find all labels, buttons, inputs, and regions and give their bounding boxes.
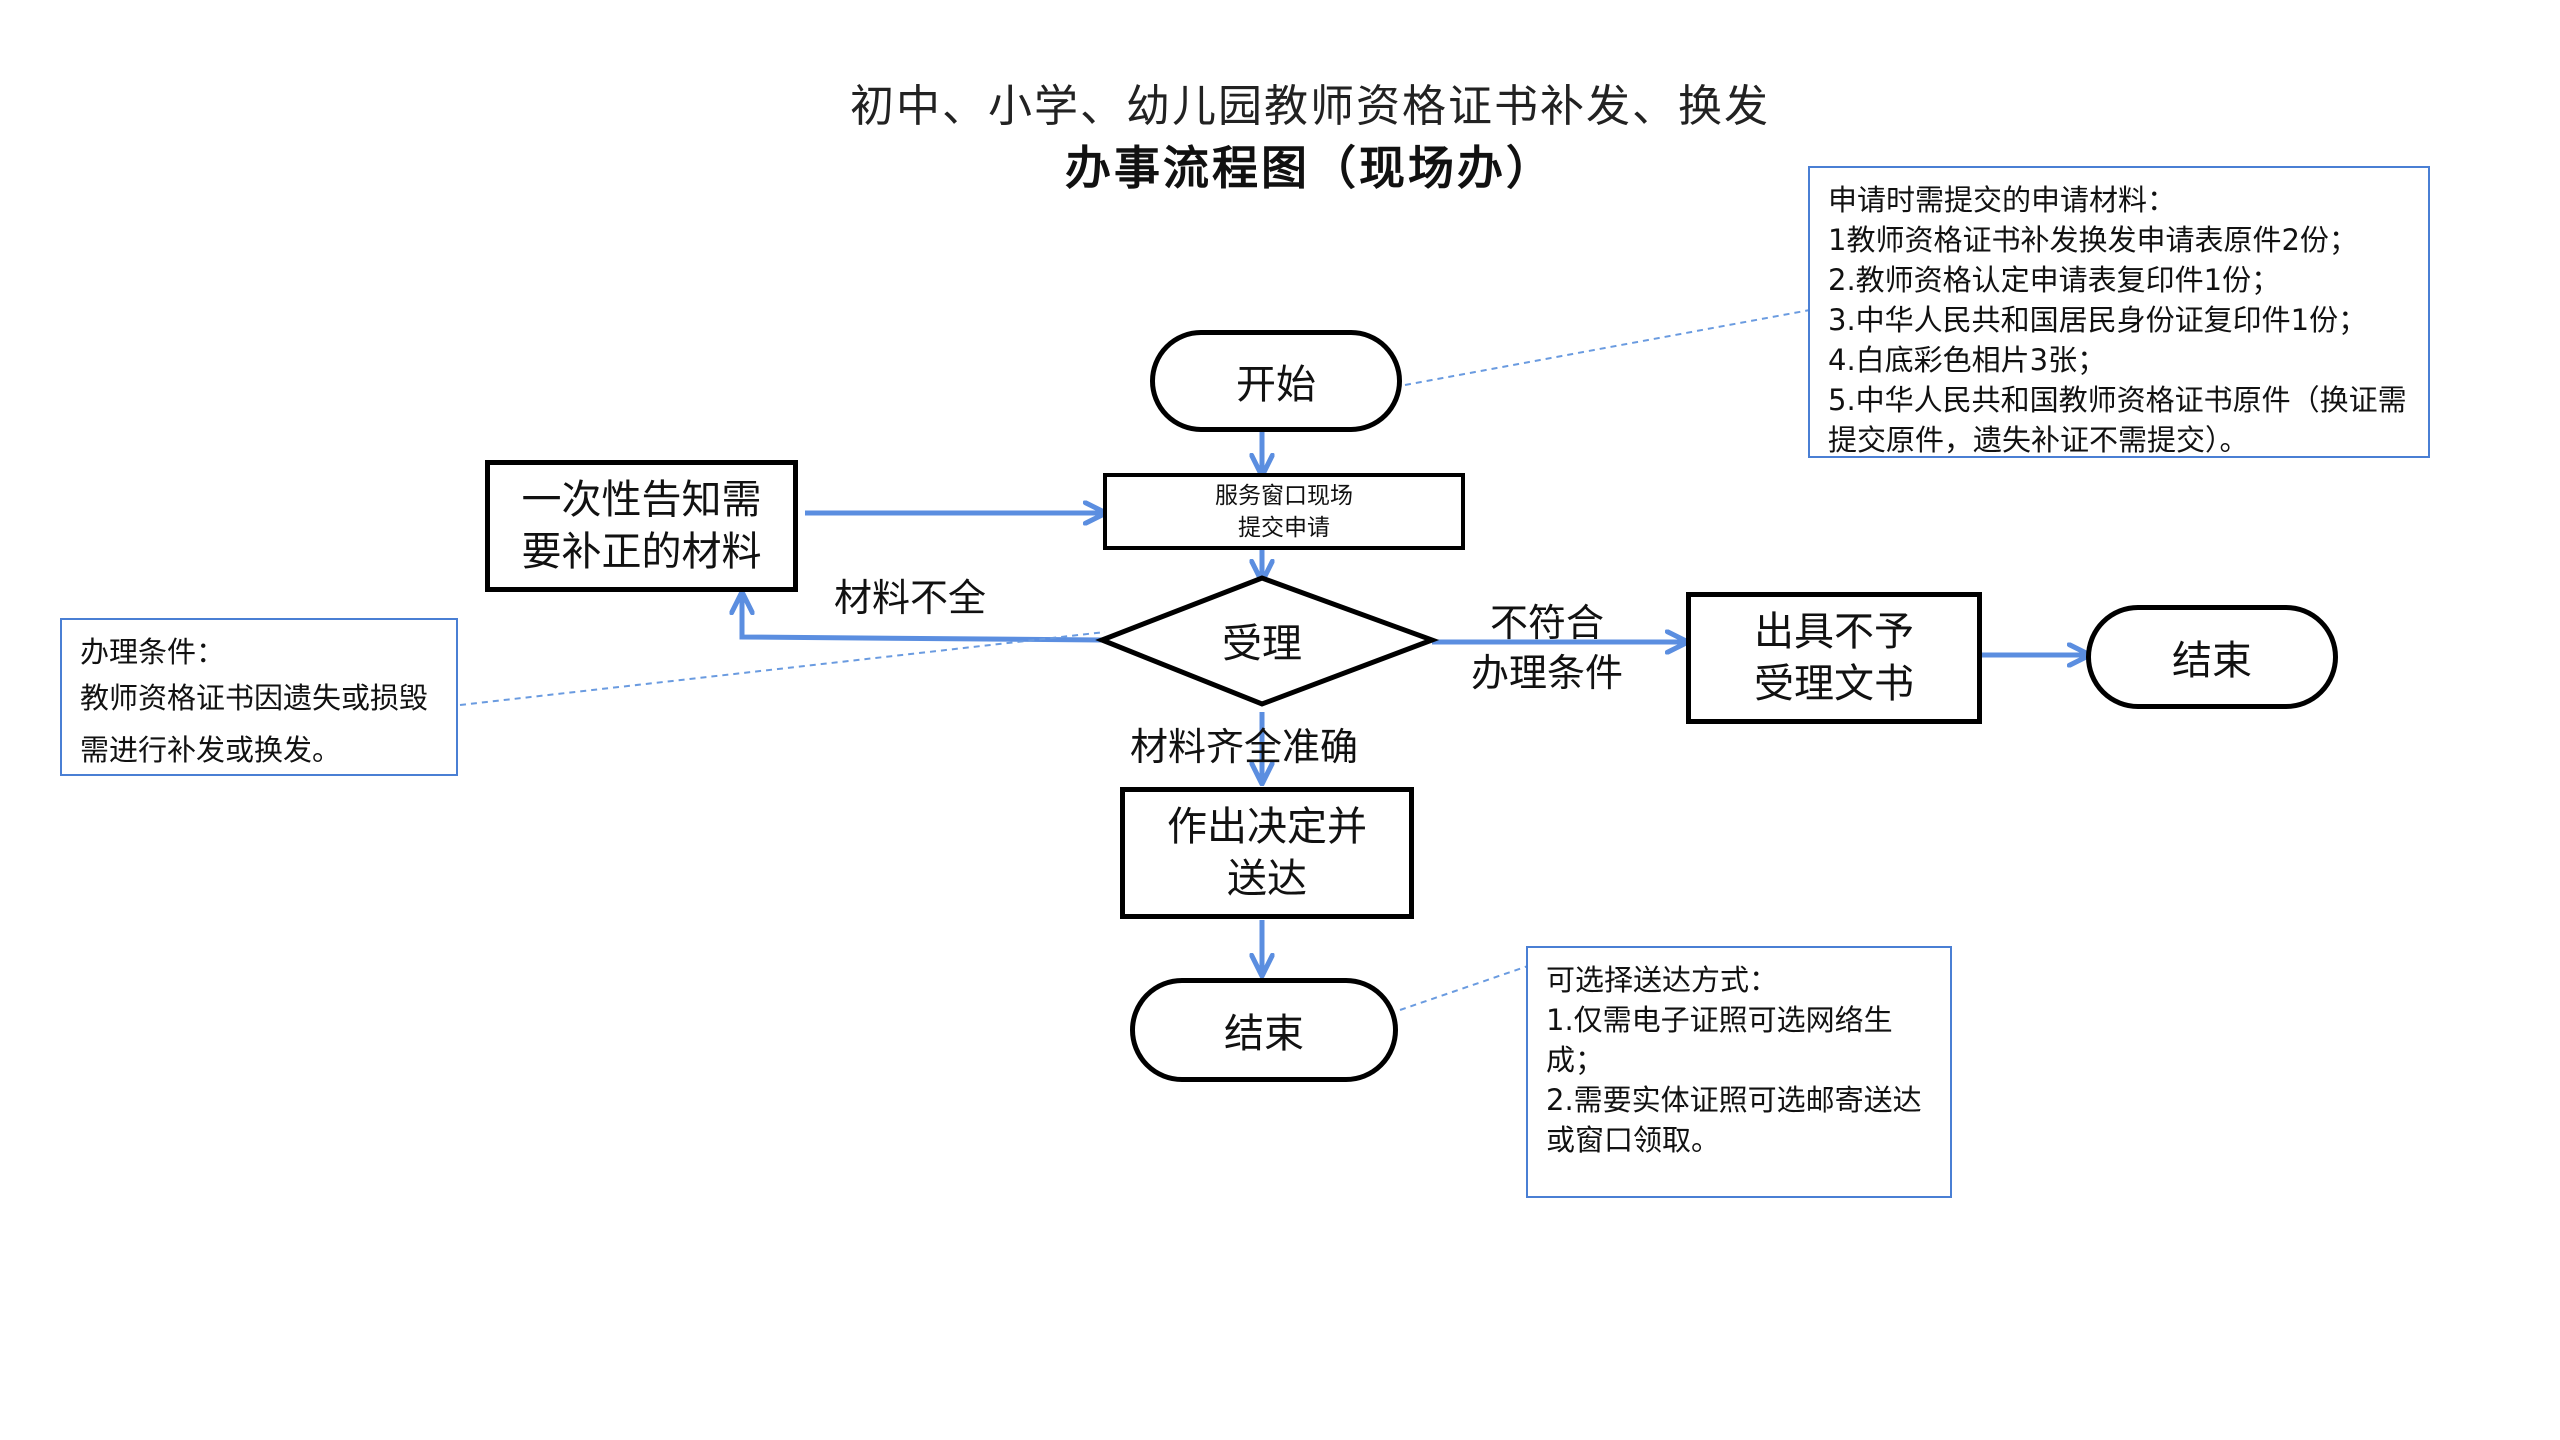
end-node-bottom: 结束 xyxy=(1130,978,1398,1082)
submit-node: 服务窗口现场 提交申请 xyxy=(1103,473,1465,550)
reject-label-line1: 出具不予 xyxy=(1754,609,1914,655)
supplement-node: 一次性告知需 要补正的材料 xyxy=(485,460,798,592)
accept-label: 受理 xyxy=(1222,621,1302,667)
materials-note: 申请时需提交的申请材料： 1教师资格证书补发换发申请表原件2份； 2.教师资格认… xyxy=(1808,166,2430,458)
materials-item: 3.中华人民共和国居民身份证复印件1份； xyxy=(1828,303,2368,337)
leader-materials-note xyxy=(1404,309,1811,386)
conditions-note: 办理条件： 教师资格证书因遗失或损毁需进行补发或换发。 xyxy=(60,618,458,776)
edge-label-complete: 材料齐全准确 xyxy=(1130,725,1359,769)
materials-item: 1教师资格证书补发换发申请表原件2份； xyxy=(1828,223,2358,257)
conditions-heading: 办理条件： xyxy=(80,635,226,669)
supplement-label-line1: 一次性告知需 xyxy=(521,477,762,523)
not-eligible-line1: 不符合 xyxy=(1489,601,1604,645)
leader-delivery-note xyxy=(1399,965,1529,1011)
accept-decision-node: 受理 xyxy=(1162,612,1362,668)
decide-deliver-node: 作出决定并 送达 xyxy=(1120,787,1414,919)
submit-label-line1: 服务窗口现场 xyxy=(1215,482,1353,509)
edge-label-incomplete: 材料不全 xyxy=(834,576,987,620)
end-node-right: 结束 xyxy=(2086,605,2338,709)
reject-document-node: 出具不予 受理文书 xyxy=(1686,592,1982,724)
materials-item: 5.中华人民共和国教师资格证书原件（换证需提交原件，遗失补证不需提交）。 xyxy=(1828,383,2407,457)
not-eligible-line2: 办理条件 xyxy=(1470,651,1623,695)
materials-item: 4.白底彩色相片3张； xyxy=(1828,343,2107,377)
decision-diamond-shape xyxy=(1095,575,1440,707)
decide-label-line2: 送达 xyxy=(1227,856,1307,902)
end-right-label: 结束 xyxy=(2172,638,2252,684)
start-label: 开始 xyxy=(1236,362,1316,408)
edge-label-not-eligible: 不符合 办理条件 xyxy=(1462,598,1632,698)
leader-conditions-note xyxy=(459,631,1106,706)
materials-heading: 申请时需提交的申请材料： xyxy=(1828,183,2177,217)
conditions-text: 教师资格证书因遗失或损毁需进行补发或换发。 xyxy=(80,681,429,767)
supplement-label-line2: 要补正的材料 xyxy=(521,529,762,575)
delivery-item: 2.需要实体证照可选邮寄送达或窗口领取。 xyxy=(1546,1083,1922,1157)
diagram-subtitle: 办事流程图（现场办） xyxy=(1065,141,1555,195)
delivery-note: 可选择送达方式： 1.仅需电子证照可选网络生成； 2.需要实体证照可选邮寄送达或… xyxy=(1526,946,1952,1198)
delivery-item: 1.仅需电子证照可选网络生成； xyxy=(1546,1003,1893,1077)
delivery-heading: 可选择送达方式： xyxy=(1546,963,1779,997)
arrow-accept-to-supplement xyxy=(742,594,1103,643)
start-node: 开始 xyxy=(1150,330,1402,432)
materials-item: 2.教师资格认定申请表复印件1份； xyxy=(1828,263,2281,297)
decide-label-line1: 作出决定并 xyxy=(1167,804,1367,850)
diagram-title: 初中、小学、幼儿园教师资格证书补发、换发 xyxy=(850,81,1770,132)
submit-label-line2: 提交申请 xyxy=(1238,514,1330,541)
reject-label-line2: 受理文书 xyxy=(1754,661,1914,707)
end-bottom-label: 结束 xyxy=(1224,1011,1304,1057)
